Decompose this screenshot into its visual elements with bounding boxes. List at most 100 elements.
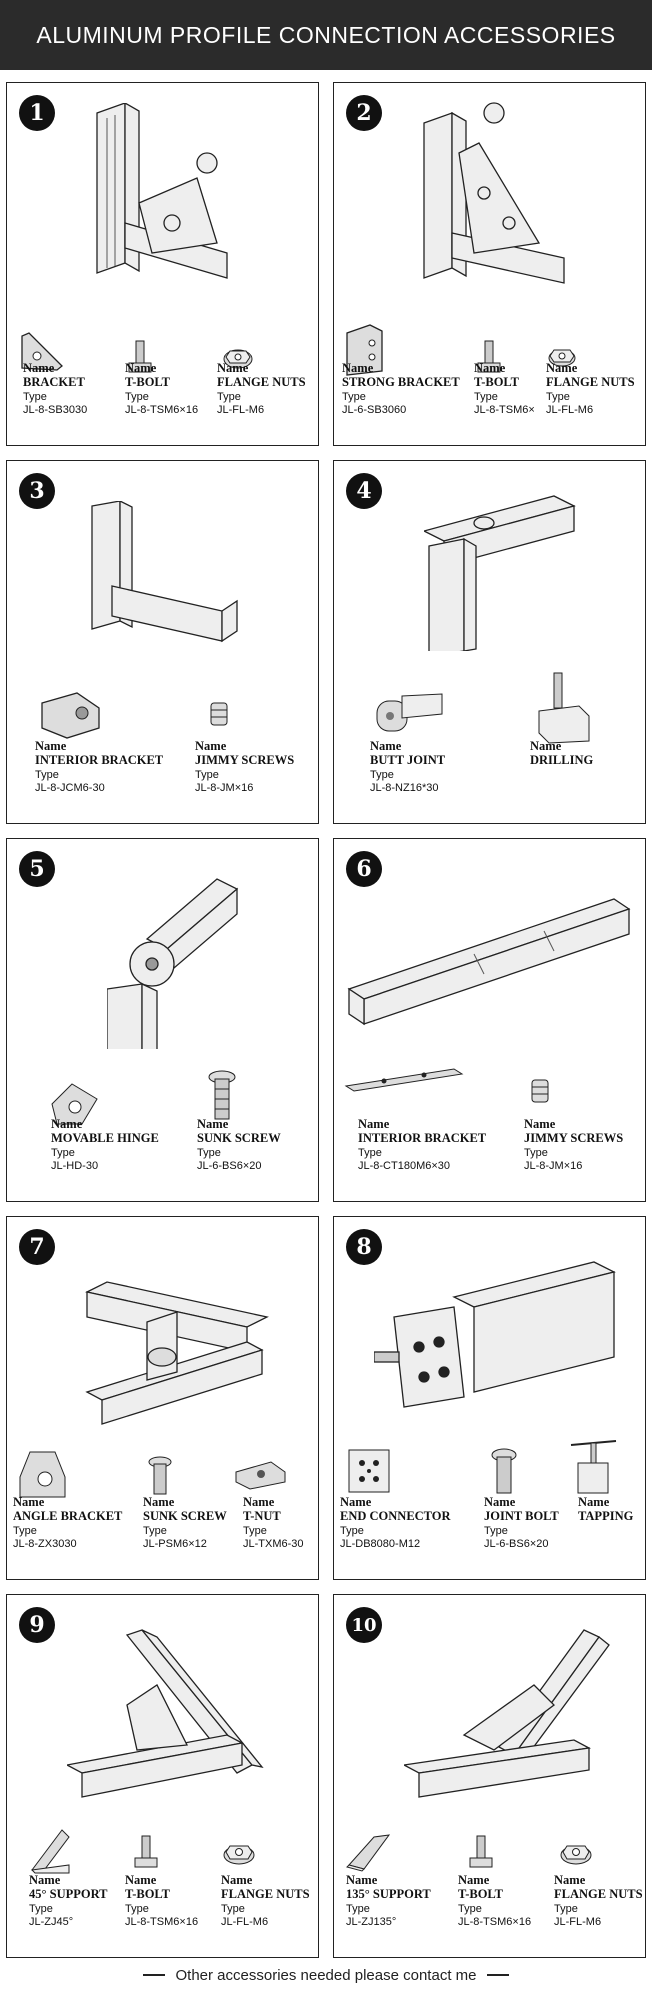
item-list: Name BRACKET Type JL-8-SB3030 Name T-BOL… [7, 361, 318, 439]
item-list: Name 45° SUPPORT Type JL-ZJ45° Name T-BO… [7, 1873, 318, 1951]
type-label: Type [217, 391, 241, 403]
item-type: JL-FL-M6 [554, 1916, 602, 1928]
panel-number-badge: 8 [346, 1229, 382, 1265]
type-label: Type [346, 1903, 370, 1915]
panel-number-badge: 7 [19, 1229, 55, 1265]
item-type: JL-6-SB3060 [342, 404, 407, 416]
flange-nut-icon [560, 1845, 592, 1865]
type-label: Type [197, 1147, 221, 1159]
item-name: JOINT BOLT [484, 1509, 559, 1523]
item-flange-nuts: Name FLANGE NUTS Type JL-FL-M6 [546, 361, 635, 417]
item-tapping: Name TAPPING [578, 1495, 633, 1523]
type-label: Type [143, 1525, 167, 1537]
name-label: Name [195, 739, 227, 753]
item-name: FLANGE NUTS [221, 1887, 310, 1901]
accessory-panel-8: 8 Name END CONNECTOR Type JL-DB8080-M12 [333, 1216, 646, 1580]
item-type: JL-PSM6×12 [143, 1538, 207, 1550]
profile-butt-joint-illustration [424, 495, 576, 651]
item-list: Name MOVABLE HINGE Type JL-HD-30 Name SU… [7, 1117, 318, 1195]
item-list: Name END CONNECTOR Type JL-DB8080-M12 Na… [334, 1495, 645, 1573]
item-name: T-BOLT [474, 375, 519, 389]
profile-bracket-illustration [96, 103, 228, 279]
item-name: FLANGE NUTS [217, 375, 306, 389]
name-label: Name [342, 361, 374, 375]
type-label: Type [370, 769, 394, 781]
type-label: Type [23, 391, 47, 403]
item-angle-bracket: Name ANGLE BRACKET Type JL-8-ZX3030 [13, 1495, 122, 1551]
profile-straight-joint-illustration [347, 898, 631, 1026]
type-label: Type [51, 1147, 75, 1159]
t-bolt-icon [128, 340, 152, 373]
accessory-panel-2: 2 Name STRONG BRACKET Type JL-6-SB3060 [333, 82, 646, 446]
name-label: Name [578, 1495, 610, 1509]
accessory-panel-7: 7 Name ANGLE BRACKET Type JL-8-ZX3030 Na… [6, 1216, 319, 1580]
accessory-panel-1: 1 Name BRACKET Type JL-8-SB3030 Na [6, 82, 319, 446]
item-flange-nuts: Name FLANGE NUTS Type JL-FL-M6 [554, 1873, 643, 1929]
item-type: JL-FL-M6 [217, 404, 265, 416]
item-type: JL-8-ZX3030 [13, 1538, 77, 1550]
type-label: Type [554, 1903, 578, 1915]
name-label: Name [458, 1873, 490, 1887]
panel-number-badge: 4 [346, 473, 382, 509]
type-label: Type [340, 1525, 364, 1537]
item-sunk-screw: Name SUNK SCREW Type JL-PSM6×12 [143, 1495, 227, 1551]
name-label: Name [484, 1495, 516, 1509]
item-flange-nuts: Name FLANGE NUTS Type JL-FL-M6 [221, 1873, 310, 1929]
item-name: MOVABLE HINGE [51, 1131, 159, 1145]
end-connector-icon [348, 1449, 390, 1493]
item-t-bolt: Name T-BOLT Type JL-8-TSM6×16 [125, 361, 198, 417]
panel-number-badge: 2 [346, 95, 382, 131]
item-bracket: Name BRACKET Type JL-8-SB3030 [23, 361, 87, 417]
item-type: JL-HD-30 [51, 1160, 99, 1172]
item-list: Name STRONG BRACKET Type JL-6-SB3060 Nam… [334, 361, 645, 439]
profile-strong-bracket-illustration [423, 102, 565, 284]
sunk-screw-icon [208, 1070, 236, 1120]
item-flange-nuts: Name FLANGE NUTS Type JL-FL-M6 [217, 361, 306, 417]
type-label: Type [35, 769, 59, 781]
45-support-icon [30, 1829, 70, 1874]
name-label: Name [35, 739, 67, 753]
item-list: Name 135° SUPPORT Type JL-ZJ135° Name T-… [334, 1873, 645, 1951]
item-type: JL-ZJ45° [29, 1916, 74, 1928]
item-name: FLANGE NUTS [546, 375, 635, 389]
item-name: END CONNECTOR [340, 1509, 451, 1523]
page-title: ALUMINUM PROFILE CONNECTION ACCESSORIES [36, 21, 616, 48]
item-type: JL-6-BS6×20 [197, 1160, 262, 1172]
panel-number-badge: 10 [346, 1607, 382, 1643]
135-support-icon [346, 1834, 391, 1872]
item-jimmy-screws: Name JIMMY SCREWS Type JL-8-JM×16 [524, 1117, 623, 1173]
item-type: JL-8-JCM6-30 [35, 782, 105, 794]
item-type: JL-8-JM×16 [524, 1160, 583, 1172]
jimmy-screw-icon [531, 1079, 549, 1103]
item-name: T-BOLT [125, 375, 170, 389]
item-name: TAPPING [578, 1509, 634, 1523]
tapping-icon [570, 1440, 617, 1494]
page-footer: Other accessories needed please contact … [0, 1960, 652, 1990]
item-jimmy-screws: Name JIMMY SCREWS Type JL-8-JM×16 [195, 739, 294, 795]
name-label: Name [340, 1495, 372, 1509]
name-label: Name [554, 1873, 586, 1887]
item-type: JL-FL-M6 [221, 1916, 269, 1928]
item-t-nut: Name T-NUT Type JL-TXM6-30 [243, 1495, 304, 1551]
item-name: DRILLING [530, 753, 594, 767]
item-name: 45° SUPPORT [29, 1887, 108, 1901]
profile-interior-bracket-illustration [91, 501, 238, 643]
item-sunk-screw: Name SUNK SCREW Type JL-6-BS6×20 [197, 1117, 281, 1173]
footer-note: Other accessories needed please contact … [175, 1966, 477, 1984]
accessory-panel-5: 5 Name MOVABLE HINGE Type JL-HD-30 Name [6, 838, 319, 1202]
item-type: JL-ZJ135° [346, 1916, 397, 1928]
type-label: Type [13, 1525, 37, 1537]
type-label: Type [546, 391, 570, 403]
movable-hinge-icon [51, 1083, 98, 1125]
item-t-bolt: Name T-BOLT Type JL-8-TSM6×16 [458, 1873, 531, 1929]
name-label: Name [13, 1495, 45, 1509]
interior-bracket-icon [41, 692, 100, 739]
joint-bolt-icon [491, 1448, 517, 1494]
type-label: Type [29, 1903, 53, 1915]
profile-135-support-illustration [404, 1629, 610, 1798]
t-nut-icon [235, 1461, 286, 1490]
item-t-bolt: Name T-BOLT Type JL-8-TSM6× [474, 361, 535, 417]
accessory-panel-6: 6 Name INTERIOR BRACKET Type JL-8-CT180M… [333, 838, 646, 1202]
type-label: Type [524, 1147, 548, 1159]
angle-bracket-icon [19, 1451, 66, 1498]
